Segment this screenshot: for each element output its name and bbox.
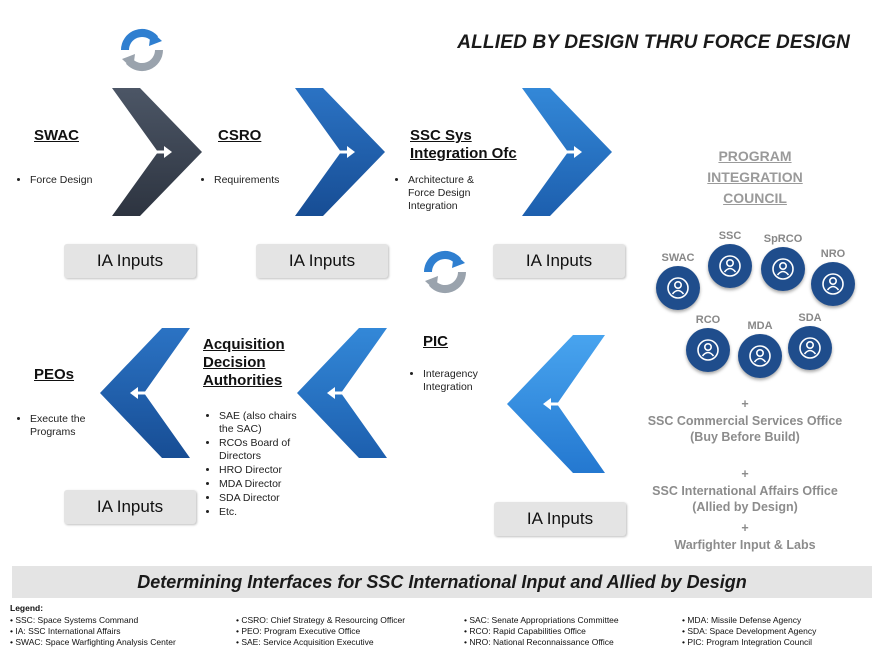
bottom-banner: Determining Interfaces for SSC Internati… — [12, 566, 872, 598]
pic-member-mda: MDA — [732, 320, 788, 378]
ia-inputs-box: IA Inputs — [494, 502, 626, 536]
ia-inputs-box: IA Inputs — [64, 490, 196, 524]
pic-extra-commercial: SSC Commercial Services Office (Buy Befo… — [647, 414, 843, 444]
pic-extra-warfighter: Warfighter Input & Labs — [674, 538, 816, 552]
legend-item: • SAC: Senate Appropriations Committee — [464, 615, 619, 625]
chevron-right-blue-mid — [522, 88, 612, 216]
chevron-left-blue — [100, 328, 190, 458]
pic-title: PROGRAM INTEGRATION COUNCIL — [707, 148, 803, 206]
ia-inputs-box: IA Inputs — [64, 244, 196, 278]
legend: Legend: • SSC: Space Systems Command • I… — [10, 603, 870, 658]
legend-item: • MDA: Missile Defense Agency — [682, 615, 802, 625]
stage-title-swac: SWAC — [34, 127, 79, 144]
bullet-item: SDA Director — [219, 492, 305, 505]
member-label: SWAC — [661, 252, 695, 264]
member-label: SpRCO — [763, 233, 803, 245]
plus-sign: + — [741, 397, 749, 411]
pic-member-swac: SWAC — [650, 252, 706, 310]
chevron-right-blue — [295, 88, 385, 216]
cycle-icon — [423, 250, 467, 294]
person-icon — [788, 326, 832, 370]
legend-title: Legend: — [10, 603, 44, 613]
ia-inputs-box: IA Inputs — [256, 244, 388, 278]
legend-column: • SSC: Space Systems Command • IA: SSC I… — [10, 615, 176, 648]
bullet-item: RCOs Board of Directors — [219, 437, 305, 463]
bullet-item: SAE (also chairs the SAC) — [219, 410, 305, 436]
chevron-right-dark — [112, 88, 202, 216]
bullet-item: Interagency Integration — [423, 368, 499, 394]
legend-column: • CSRO: Chief Strategy & Resourcing Offi… — [236, 615, 405, 648]
stage-bullets-peos: Execute the Programs — [16, 413, 106, 440]
page-title: ALLIED BY DESIGN THRU FORCE DESIGN — [457, 32, 850, 53]
legend-item: • SSC: Space Systems Command — [10, 615, 139, 625]
person-icon — [811, 262, 855, 306]
pic-member-sda: SDA — [782, 312, 838, 370]
ia-inputs-box: IA Inputs — [493, 244, 625, 278]
legend-item: • PIC: Program Integration Council — [682, 637, 813, 647]
stage-bullets-swac: Force Design — [16, 174, 116, 188]
member-label: SDA — [798, 312, 822, 324]
chevron-left-light — [507, 335, 605, 473]
plus-sign: + — [741, 467, 749, 481]
legend-item: • SAE: Service Acquisition Executive — [236, 637, 374, 647]
legend-item: • PEO: Program Executive Office — [236, 626, 361, 636]
stage-title-csro: CSRO — [218, 127, 262, 144]
legend-item: • SWAC: Space Warfighting Analysis Cente… — [10, 637, 176, 647]
legend-item: • CSRO: Chief Strategy & Resourcing Offi… — [236, 615, 406, 625]
stage-title-pic: PIC — [423, 333, 449, 350]
stage-bullets-pic: Interagency Integration — [409, 368, 499, 395]
legend-column: • SAC: Senate Appropriations Committee •… — [464, 615, 619, 648]
legend-item: • IA: SSC International Affairs — [10, 626, 121, 636]
member-label: SSC — [718, 230, 742, 242]
pic-member-rco: RCO — [680, 314, 736, 372]
bullet-item: Architecture & Force Design Integration — [408, 174, 502, 213]
legend-column: • MDA: Missile Defense Agency • SDA: Spa… — [682, 615, 816, 648]
person-icon — [656, 266, 700, 310]
bullet-item: Etc. — [219, 506, 305, 519]
legend-item: • RCO: Rapid Capabilities Office — [464, 626, 586, 636]
plus-sign: + — [741, 521, 749, 535]
stage-bullets-ada: SAE (also chairs the SAC) RCOs Board of … — [205, 410, 305, 520]
member-label: RCO — [695, 314, 721, 326]
chevron-left-blue-mid — [297, 328, 387, 458]
bullet-item: Requirements — [214, 174, 310, 187]
pic-member-sprco: SpRCO — [755, 233, 811, 291]
member-label: NRO — [820, 248, 846, 260]
pic-member-ssc: SSC — [702, 230, 758, 288]
stage-title-ada: Acquisition Decision Authorities — [203, 336, 285, 389]
stage-bullets-ssc-sys: Architecture & Force Design Integration — [394, 174, 502, 214]
bullet-item: Execute the Programs — [30, 413, 106, 439]
pic-member-nro: NRO — [805, 248, 861, 306]
person-icon — [686, 328, 730, 372]
bullet-item: Force Design — [30, 174, 116, 187]
stage-bullets-csro: Requirements — [200, 174, 310, 188]
cycle-icon — [120, 28, 164, 72]
bullet-item: MDA Director — [219, 478, 305, 491]
stage-title-ssc-sys: SSC Sys Integration Ofc — [410, 127, 517, 162]
person-icon — [708, 244, 752, 288]
legend-item: • SDA: Space Development Agency — [682, 626, 817, 636]
member-label: MDA — [747, 320, 773, 332]
pic-extra-intl-affairs: SSC International Affairs Office (Allied… — [652, 484, 838, 514]
bullet-item: HRO Director — [219, 464, 305, 477]
stage-title-peos: PEOs — [34, 366, 75, 383]
legend-item: • NRO: National Reconnaissance Office — [464, 637, 614, 647]
person-icon — [761, 247, 805, 291]
person-icon — [738, 334, 782, 378]
